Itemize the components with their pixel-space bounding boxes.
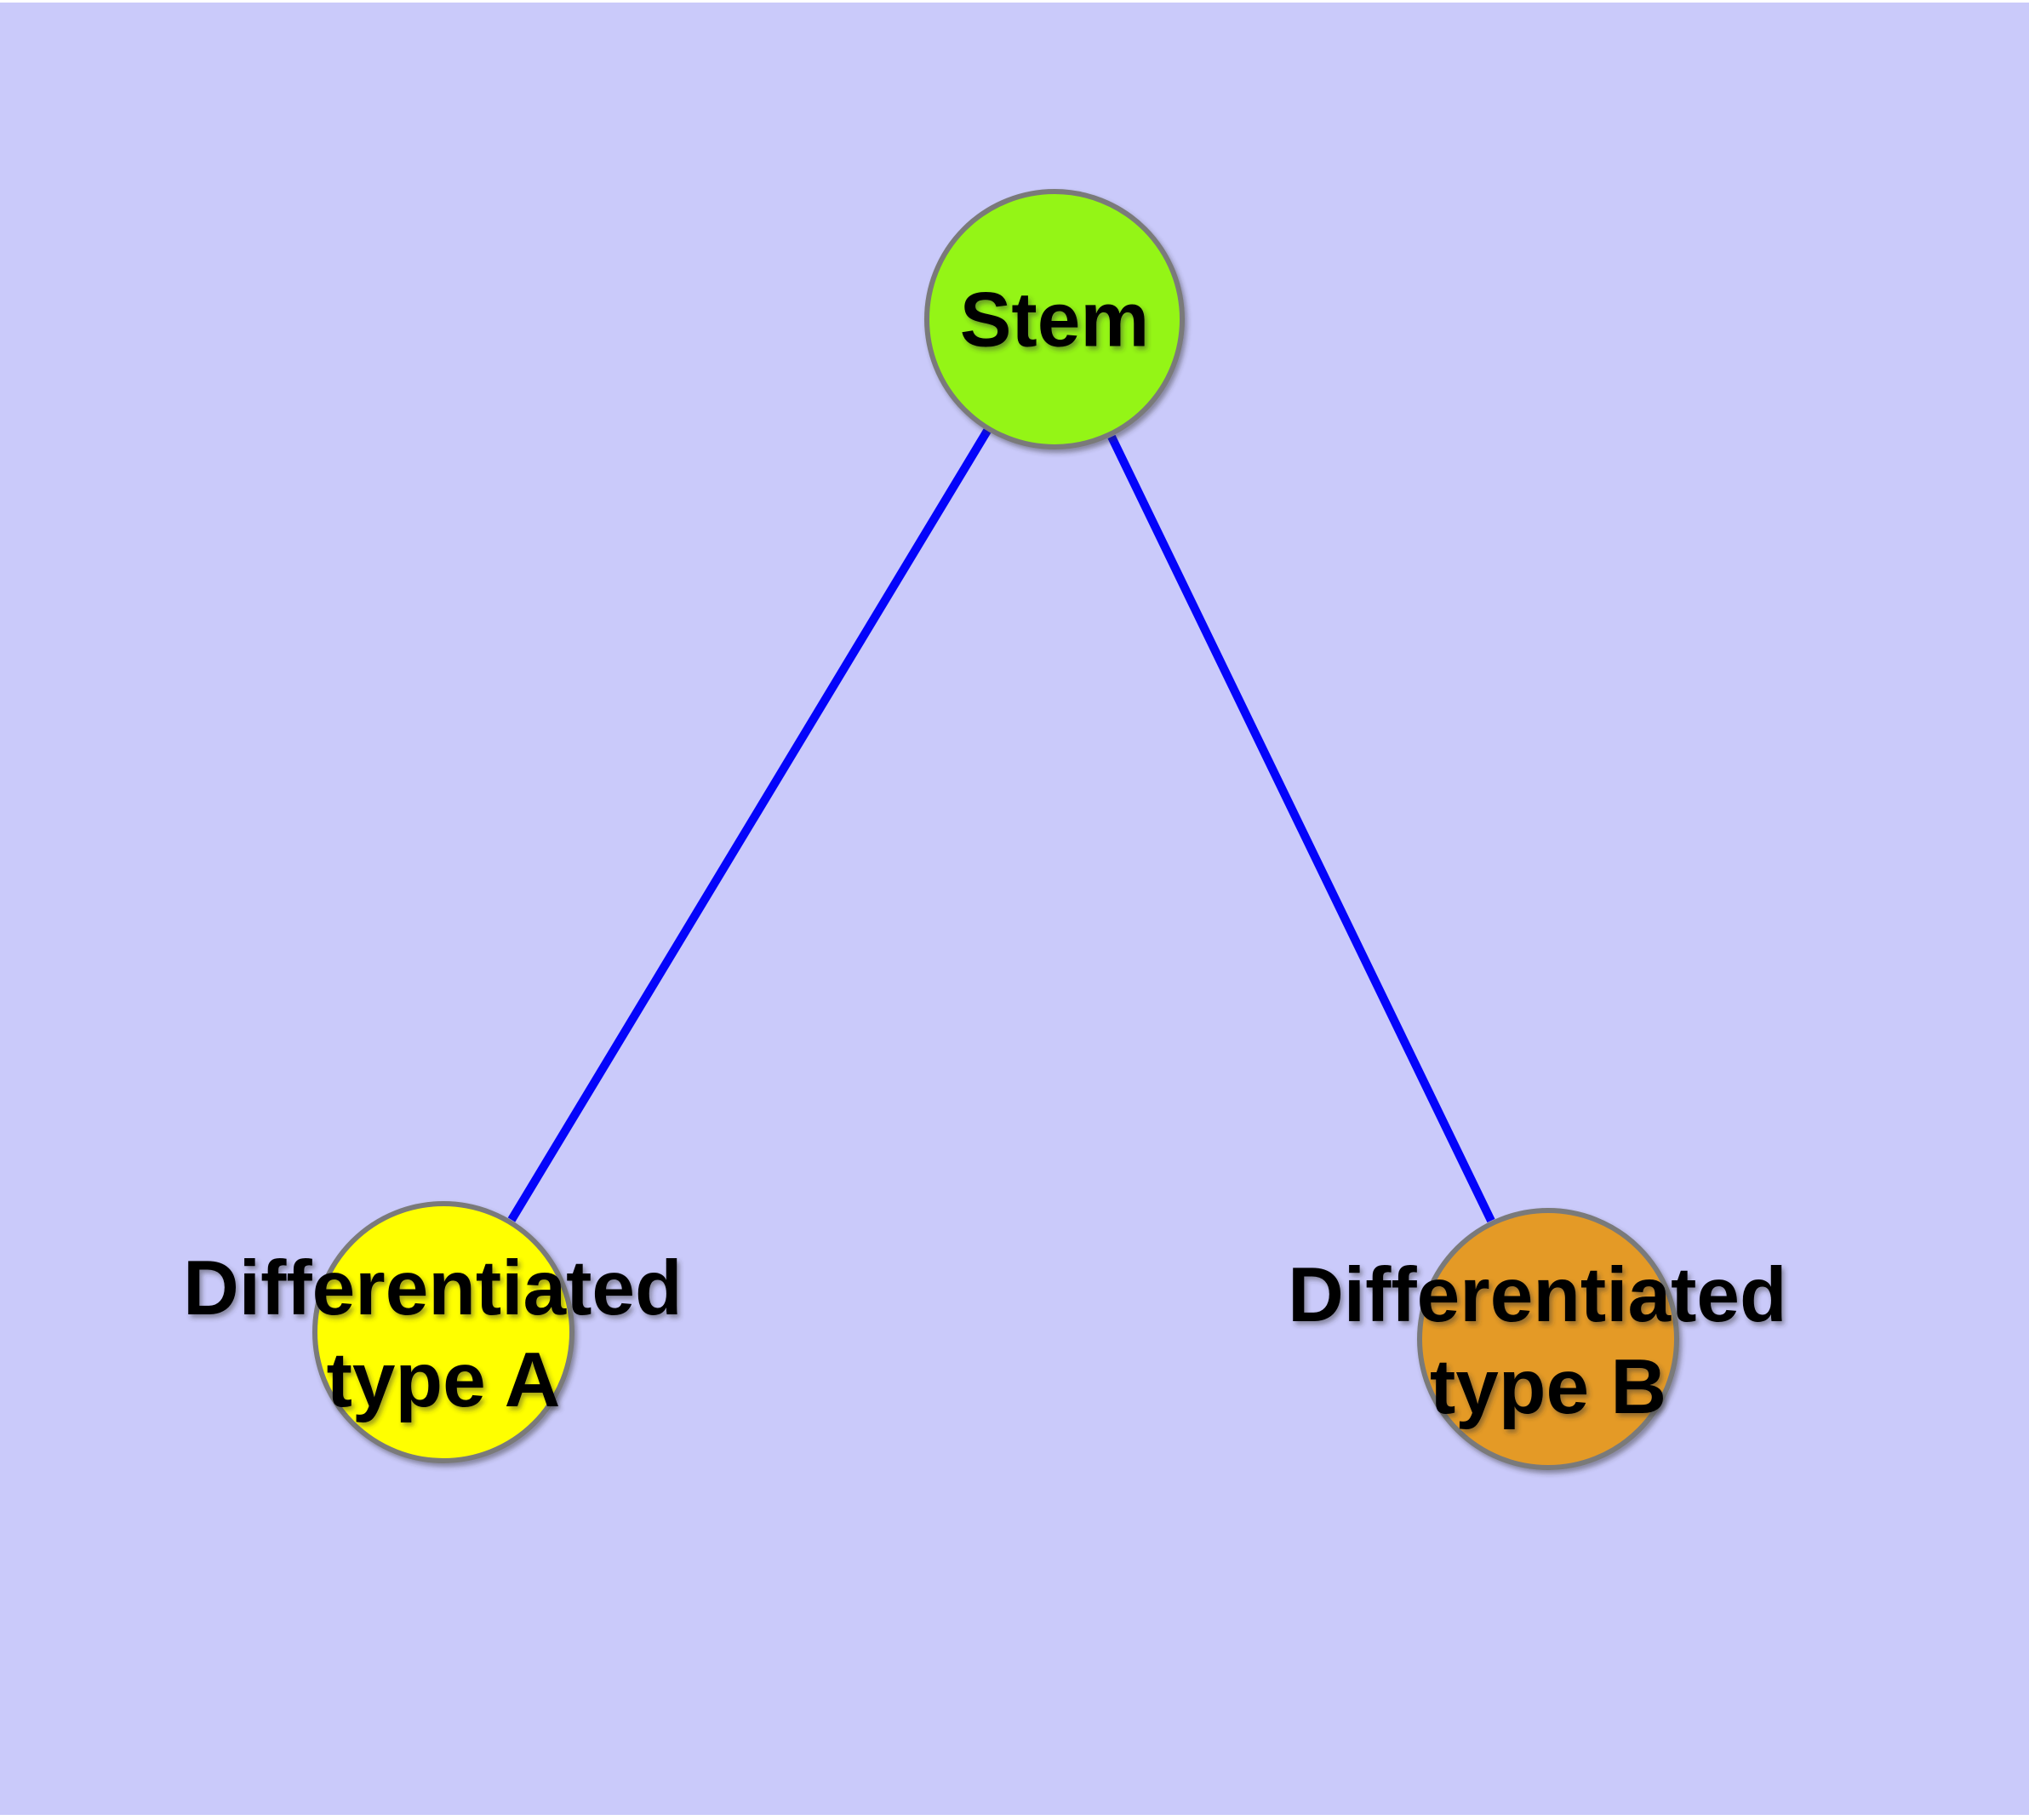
edge-stem-to-type-a [507, 428, 992, 1222]
node-differentiated-type-a-label-line2: type A [327, 1337, 561, 1423]
node-differentiated-type-b [1417, 1208, 1679, 1470]
node-differentiated-type-b-label: Differentiated type B [1288, 1252, 1809, 1430]
node-differentiated-type-b-label-line1: Differentiated [1288, 1252, 1787, 1338]
node-stem [924, 189, 1185, 449]
node-differentiated-type-a-label: Differentiated type A [183, 1245, 704, 1423]
node-differentiated-type-b-label-line2: type B [1430, 1344, 1666, 1430]
node-stem-label: Stem [960, 278, 1150, 363]
node-differentiated-type-a [312, 1201, 574, 1463]
node-differentiated-type-a-label-line1: Differentiated [183, 1245, 683, 1331]
edge-stem-to-type-b [1107, 434, 1495, 1223]
